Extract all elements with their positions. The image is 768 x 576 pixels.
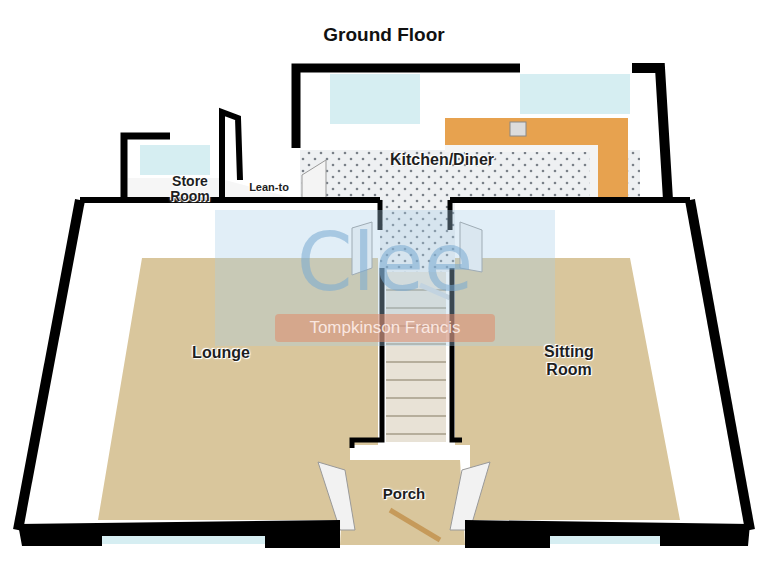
room-name: Sitting Room: [527, 343, 611, 378]
plan-title: Ground Floor: [323, 24, 444, 46]
watermark-logo: Clee: [297, 216, 474, 309]
room-label-box: Lean-to: [232, 181, 306, 193]
room-name: Porch: [362, 486, 446, 503]
room-label-box: Sitting Room: [527, 343, 611, 378]
room-label-box: Store Room: [158, 174, 222, 205]
room-name: Lounge: [164, 344, 278, 362]
room-name: Store Room: [158, 174, 222, 205]
watermark-text: Tompkinson Francis: [309, 318, 460, 338]
room-label-box: Kitchen/Diner: [370, 151, 514, 169]
room-name: Kitchen/Diner: [370, 151, 514, 169]
room-label-box: Porch: [362, 486, 446, 503]
room-name: Lean-to: [232, 181, 306, 193]
room-label-box: Lounge: [164, 344, 278, 362]
